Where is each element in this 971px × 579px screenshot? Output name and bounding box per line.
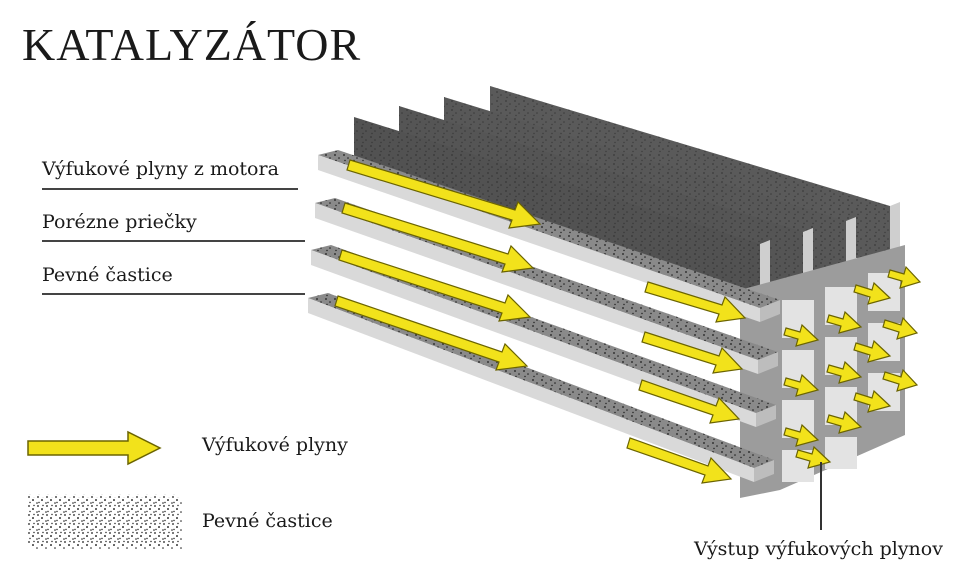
label-porous-walls: Porézne priečky xyxy=(42,211,197,233)
label-solid-particles: Pevné častice xyxy=(42,264,173,286)
legend-arrow xyxy=(27,430,162,466)
exit-arrows xyxy=(783,265,922,469)
leader-porous-walls xyxy=(42,240,305,242)
outlet-face xyxy=(740,245,905,498)
leader-solid-particles xyxy=(42,293,305,295)
legend-arrow-label: Výfukové plyny xyxy=(202,434,348,456)
legend-particles xyxy=(28,494,182,549)
label-outlet: Výstup výfukových plynov xyxy=(694,538,943,560)
leader-outlet xyxy=(820,462,822,530)
legend-particles-label: Pevné častice xyxy=(202,510,333,532)
leader-exhaust-in xyxy=(42,188,298,190)
exhaust-arrows xyxy=(334,159,747,484)
diagram-title: KATALYZÁTOR xyxy=(22,19,362,70)
label-exhaust-in: Výfukové plyny z motora xyxy=(42,158,279,180)
porous-walls xyxy=(354,86,900,305)
